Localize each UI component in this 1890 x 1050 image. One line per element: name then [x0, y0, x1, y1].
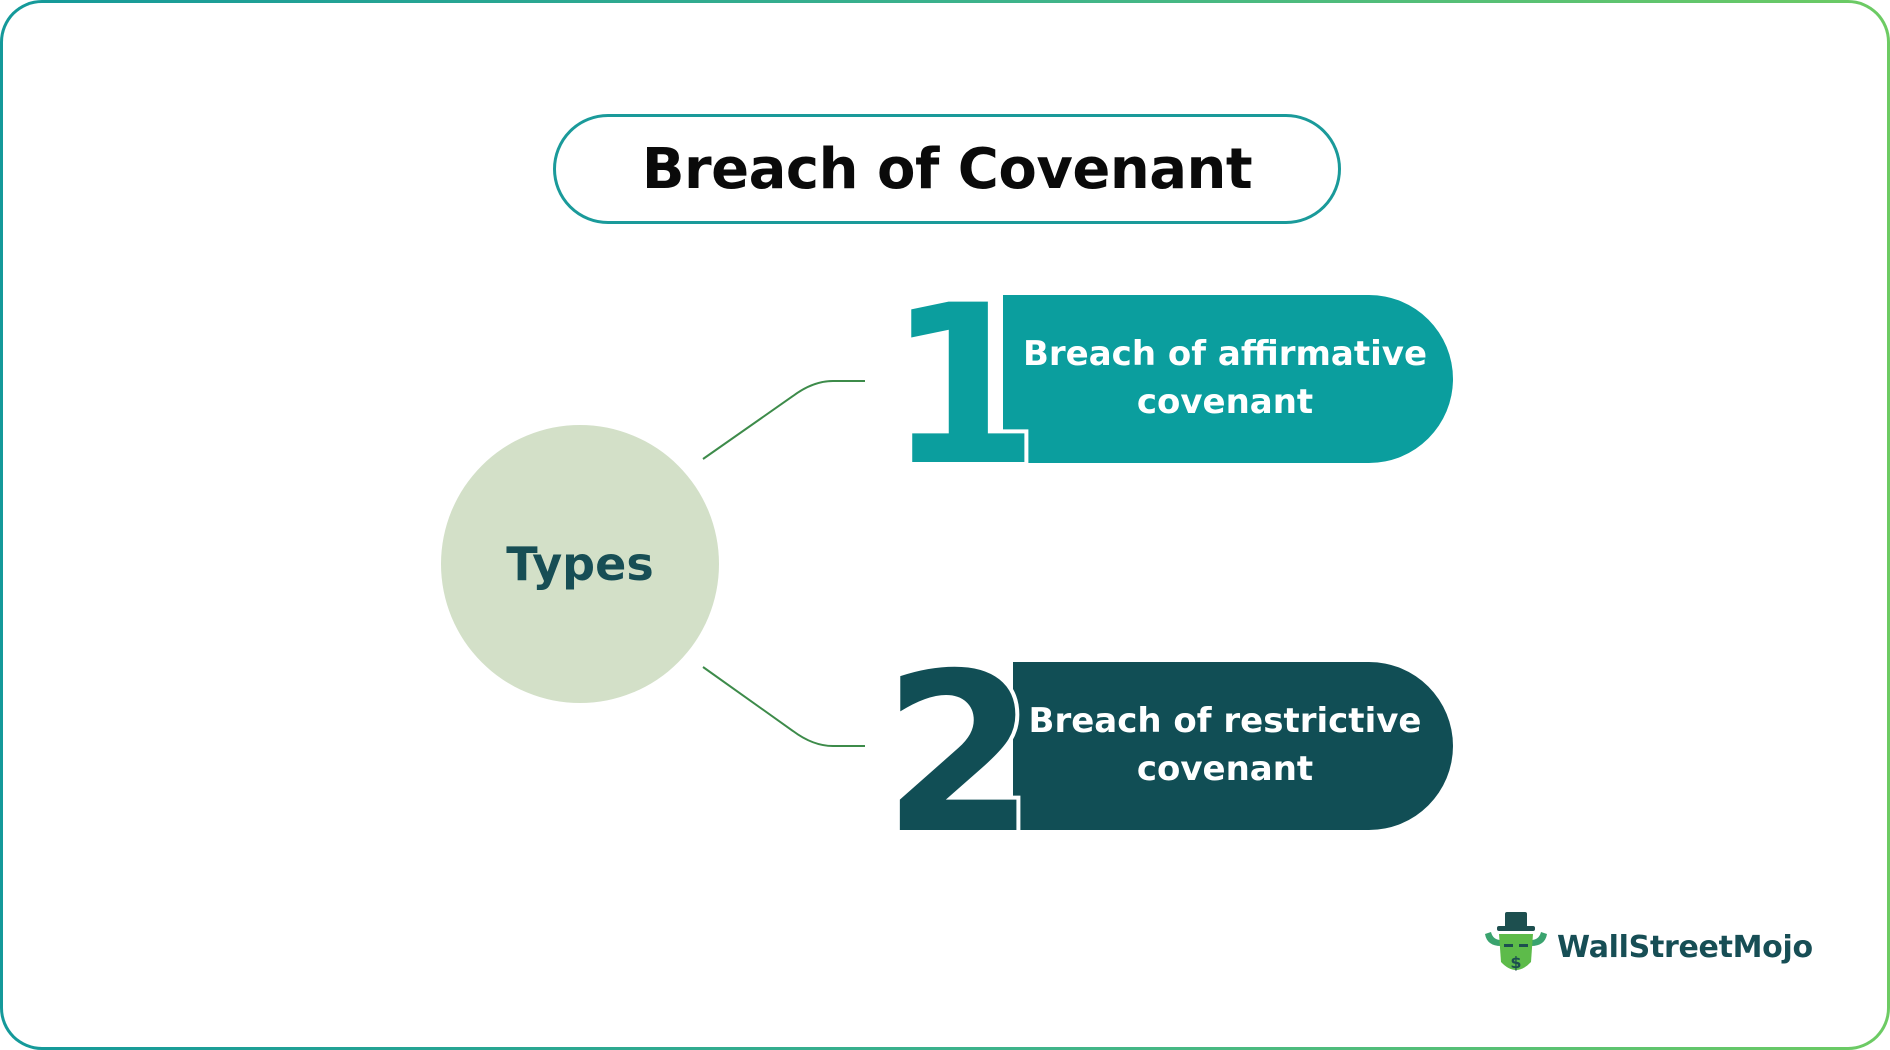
- type-card-1-pill: [1003, 295, 1453, 463]
- hub-label: Types: [506, 537, 653, 591]
- title-pill: Breach of Covenant: [553, 114, 1341, 224]
- type-card-2: 2 Breach of restrictive covenant: [878, 622, 1453, 886]
- svg-text:$: $: [1510, 953, 1521, 972]
- type-card-1: 1 Breach of affirmative covenant: [882, 254, 1453, 518]
- page-title: Breach of Covenant: [641, 136, 1253, 202]
- diagram: Types 1 Breach of affirmative covenant 2…: [441, 254, 1453, 886]
- type-card-2-label-line1: Breach of restrictive: [1029, 701, 1422, 741]
- type-card-2-pill: [1013, 662, 1453, 830]
- type-card-1-label-line1: Breach of affirmative: [1023, 334, 1427, 374]
- type-card-1-number: 1: [886, 258, 1039, 514]
- card-body: Breach of Covenant Types 1 Breach of aff…: [3, 3, 1887, 1047]
- type-card-2-number: 2: [882, 626, 1035, 882]
- connector-line-1: [702, 380, 865, 460]
- hub-circle: [441, 425, 719, 703]
- brand-logo-text: WallStreetMojo: [1557, 929, 1813, 965]
- connector-line-2: [702, 666, 865, 747]
- brand-logo: $ WallStreetMojo: [1483, 912, 1813, 982]
- type-card-2-label-line2: covenant: [1137, 749, 1313, 789]
- bull-mascot-icon: $: [1485, 912, 1547, 972]
- type-card-1-label-line2: covenant: [1137, 382, 1313, 422]
